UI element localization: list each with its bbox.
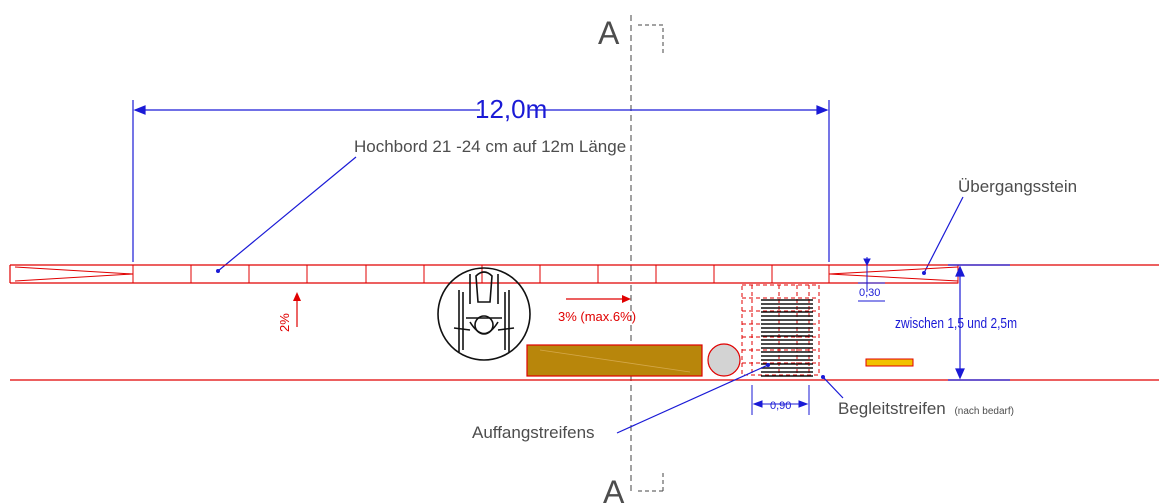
long-slope-arrow (566, 295, 631, 303)
dim-090-label: 0,90 (770, 400, 791, 412)
wheelchair-icon (437, 267, 531, 361)
section-label-top: A (598, 15, 620, 51)
auffangstreifen-ribs (761, 299, 813, 377)
auffangstreifens-leader-dot (766, 363, 770, 367)
section-label-bottom: A (603, 474, 625, 503)
begleitstreifen-note: (nach bedarf) (954, 406, 1013, 417)
auffangstreifens-label: Auffangstreifens (472, 423, 595, 442)
length-dimension-label: 12,0m (475, 94, 547, 124)
tactile-zone (741, 284, 820, 377)
uebergangsstein-leader-dot (922, 271, 926, 275)
hochbord-leader (217, 156, 357, 272)
begleitstreifen-main: Begleitstreifen (838, 399, 946, 418)
round-post (707, 343, 741, 377)
begleitstreifen-label: Begleitstreifen (nach bedarf) (838, 399, 1014, 418)
cross-slope-label: 2% (277, 313, 292, 332)
begleitstreifen-leader (822, 376, 844, 399)
section-line-a (630, 15, 664, 492)
hochbord-leader-dot (216, 269, 220, 273)
cross-slope-arrow (293, 292, 301, 327)
begleitstreifen-leader-dot (821, 375, 825, 379)
uebergangsstein-leader (923, 196, 964, 274)
begleitstreifen-grid (741, 284, 820, 376)
hochbord-label: Hochbord 21 -24 cm auf 12m Länge (354, 137, 626, 156)
dim-030-label: 0,30 (859, 287, 880, 299)
yellow-marker (865, 358, 914, 367)
length-dimension-line (132, 100, 830, 262)
bench-obstacle (526, 344, 703, 377)
bench-hatch (539, 349, 691, 373)
width-range-dimension (948, 264, 1010, 381)
dim-090-line (751, 385, 810, 415)
uebergangsstein-label: Übergangsstein (958, 177, 1077, 196)
width-range-label: zwischen 1,5 und 2,5m (895, 315, 1017, 332)
dim-030-line (858, 257, 885, 302)
auffangstreifens-leader (616, 364, 769, 434)
long-slope-label: 3% (max.6%) (558, 309, 636, 324)
